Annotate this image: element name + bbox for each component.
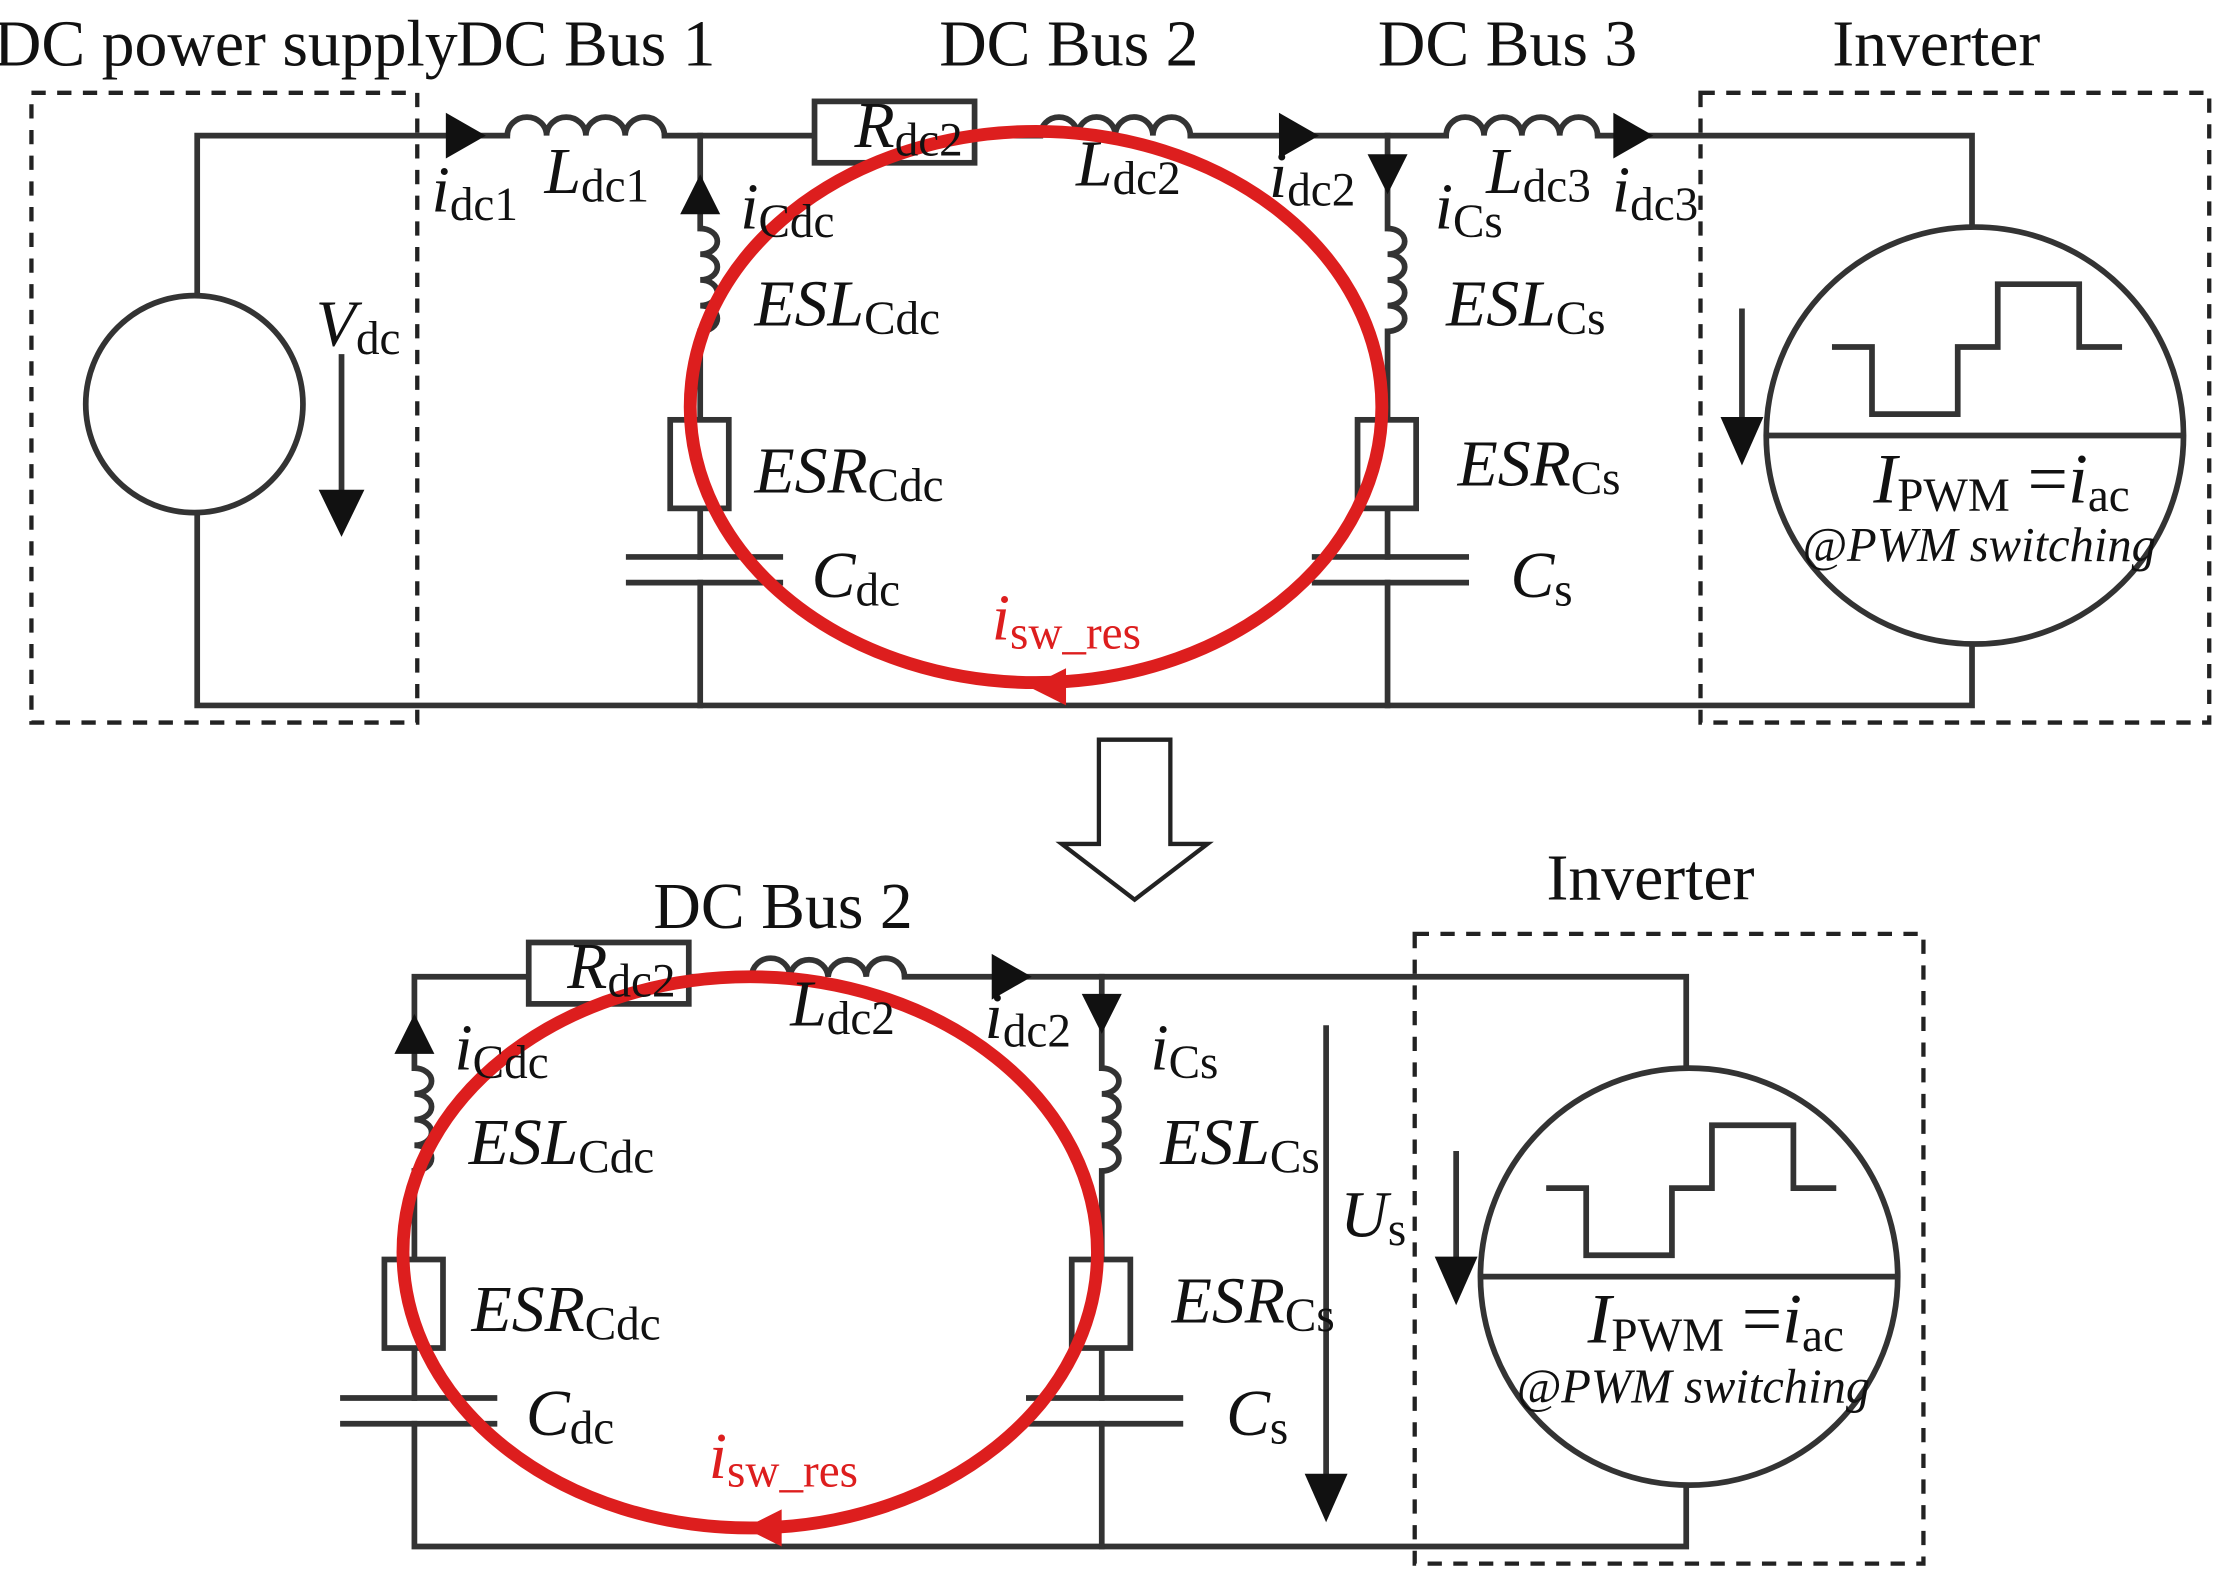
dc-supply-title: DC power supply <box>0 8 458 81</box>
label-icdc-top: iCdc <box>740 171 834 249</box>
wire <box>901 973 1690 1070</box>
label-ldc2-bottom: Ldc2 <box>789 967 895 1045</box>
ics-arrow-bottom <box>1081 993 1122 1034</box>
label-cs-bottom: Cs <box>1226 1377 1288 1455</box>
label-cs-top: Cs <box>1510 539 1572 617</box>
resistor-rdc2-bottom <box>525 939 692 1007</box>
wire <box>194 132 511 300</box>
ipwm-arrow-head-bottom <box>1434 1256 1478 1306</box>
inductor-esl-cs-bottom <box>1101 1065 1122 1174</box>
label-ldc2-top: Ldc2 <box>1075 128 1181 206</box>
inductor-ldc1 <box>504 114 668 136</box>
ics-arrow <box>1367 154 1408 195</box>
inductor-ldc3 <box>1443 114 1601 136</box>
label-rdc2-top: Rdc2 <box>854 89 963 167</box>
label-idc2-bottom: idc2 <box>985 980 1071 1058</box>
label-isw-top: isw_res <box>992 582 1141 660</box>
label-idc2-top: idc2 <box>1269 139 1355 217</box>
capacitor-cs <box>1311 554 1470 586</box>
capacitor-cs-bottom <box>1026 1395 1184 1427</box>
down-arrow <box>1055 737 1214 903</box>
label-idc1: idc1 <box>432 153 518 231</box>
bus2-title-top: DC Bus 2 <box>939 8 1198 81</box>
label-esr-cdc-top: ESRCdc <box>754 435 944 513</box>
dc-supply-box <box>29 90 420 725</box>
bus2-title-bottom: DC Bus 2 <box>653 870 912 943</box>
idc2-arrow <box>1278 112 1319 159</box>
wire <box>411 1420 1690 1550</box>
inverter-title-bottom: Inverter <box>1546 842 1754 915</box>
idc1-arrow <box>445 112 486 159</box>
bus3-title: DC Bus 3 <box>1378 8 1637 81</box>
label-icdc-bottom: iCdc <box>454 1012 548 1090</box>
idc2-arrow-bottom <box>991 953 1032 1000</box>
ipwm-arrow-head <box>1720 416 1764 466</box>
icdc-arrow-bottom <box>394 1013 435 1054</box>
label-ipwm-bottom: IPWM =iac <box>1587 1279 1844 1362</box>
vdc-arrow-head <box>318 489 365 537</box>
label-ldc1: Ldc1 <box>543 135 649 213</box>
inverter-box-top <box>1698 90 2212 725</box>
bottom-circuit: DC Bus 2 Inverter <box>340 842 1926 1566</box>
label-rdc2-bottom: Rdc2 <box>566 930 675 1008</box>
pwm-waveform <box>1831 281 2123 417</box>
voltage-source <box>82 292 306 516</box>
label-ics-top: iCs <box>1435 171 1503 249</box>
label-esr-cs-bottom: ESRCs <box>1171 1264 1335 1342</box>
bus1-title: DC Bus 1 <box>456 8 715 81</box>
label-idc3: idc3 <box>1612 153 1698 231</box>
label-ldc3: Ldc3 <box>1485 135 1591 213</box>
label-pwm-note-top: @PWM switching <box>1802 518 2156 572</box>
idc3-arrow <box>1613 112 1654 159</box>
label-esl-cs-bottom: ESLCs <box>1159 1106 1319 1184</box>
inductor-ldc2-bottom <box>748 955 908 978</box>
top-circuit: DC power supply DC Bus 1 DC Bus 2 DC Bus… <box>0 8 2212 725</box>
label-esr-cs-top: ESRCs <box>1457 428 1621 506</box>
icdc-arrow <box>680 174 721 215</box>
us-arrow-head <box>1304 1473 1348 1523</box>
inverter-box-bottom <box>1412 931 1926 1566</box>
inductor-esl-cs <box>1387 225 1408 335</box>
label-ics-bottom: iCs <box>1150 1012 1218 1090</box>
label-us: Us <box>1340 1179 1406 1257</box>
wire <box>1594 132 1975 229</box>
label-cdc-bottom: Cdc <box>526 1377 614 1455</box>
resonance-arrow-bottom <box>744 1509 782 1547</box>
capacitor-cdc <box>625 554 784 586</box>
label-isw-bottom: isw_res <box>709 1420 858 1498</box>
label-esl-cs-top: ESLCs <box>1445 268 1605 346</box>
label-esr-cdc-bottom: ESRCdc <box>471 1273 661 1351</box>
pwm-waveform-bottom <box>1546 1122 1837 1259</box>
label-esl-cdc-top: ESLCdc <box>754 268 941 346</box>
inverter-title-top: Inverter <box>1832 8 2040 81</box>
wire <box>194 508 1975 709</box>
resonance-arrow-top <box>1028 668 1067 706</box>
label-ipwm-top: IPWM =iac <box>1872 440 2129 523</box>
label-pwm-note-bottom: @PWM switching <box>1517 1359 1871 1413</box>
label-esl-cdc-bottom: ESLCdc <box>468 1106 655 1184</box>
resonance-loop-top <box>683 124 1389 690</box>
label-vdc: Vdc <box>316 288 401 366</box>
label-cdc-top: Cdc <box>812 539 900 617</box>
